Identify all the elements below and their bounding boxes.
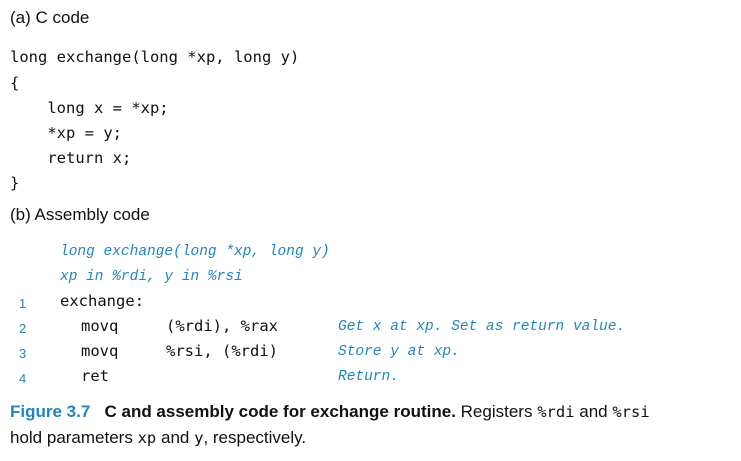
c-code-line-2: { [10, 74, 20, 92]
line-number: 3 [19, 346, 27, 361]
caption-text: hold parameters [10, 428, 133, 447]
caption-parameter: xp [137, 429, 157, 447]
asm-opcode: ret [81, 367, 109, 385]
caption-parameter: y [194, 429, 204, 447]
asm-comment: Return. [338, 369, 399, 385]
c-code-line-1: long exchange(long *xp, long y) [10, 48, 300, 66]
caption-text: and [579, 402, 608, 421]
asm-annotation-registers: xp in %rdi, y in %rsi [60, 269, 243, 285]
asm-operands: %rsi, (%rdi) [166, 342, 278, 360]
caption-text: and [160, 428, 190, 447]
asm-opcode: movq [81, 342, 119, 360]
asm-label: exchange: [60, 292, 144, 310]
c-code-line-5: return x; [10, 149, 132, 167]
line-number: 2 [19, 321, 27, 336]
line-number: 1 [19, 296, 27, 311]
figure-label: Figure 3.7 [10, 402, 91, 421]
section-a-heading: (a) C code [10, 8, 90, 27]
figure-title: C and assembly code for exchange routine… [104, 402, 456, 421]
c-code-line-3: long x = *xp; [10, 99, 169, 117]
caption-text: , respectively. [203, 428, 307, 447]
asm-operands: (%rdi), %rax [166, 317, 278, 335]
c-code-line-6: } [10, 174, 20, 192]
line-number: 4 [19, 371, 27, 386]
asm-opcode: movq [81, 317, 119, 335]
c-code-line-4: *xp = y; [10, 124, 122, 142]
caption-text: Registers [460, 402, 533, 421]
asm-comment: Store y at xp. [338, 344, 460, 360]
figure-caption: Figure 3.7 C and assembly code for excha… [10, 399, 735, 451]
asm-comment: Get x at xp. Set as return value. [338, 319, 626, 335]
caption-register: %rsi [612, 403, 650, 421]
caption-register: %rdi [537, 403, 575, 421]
section-b-heading: (b) Assembly code [10, 205, 150, 224]
asm-annotation-signature: long exchange(long *xp, long y) [60, 244, 330, 260]
